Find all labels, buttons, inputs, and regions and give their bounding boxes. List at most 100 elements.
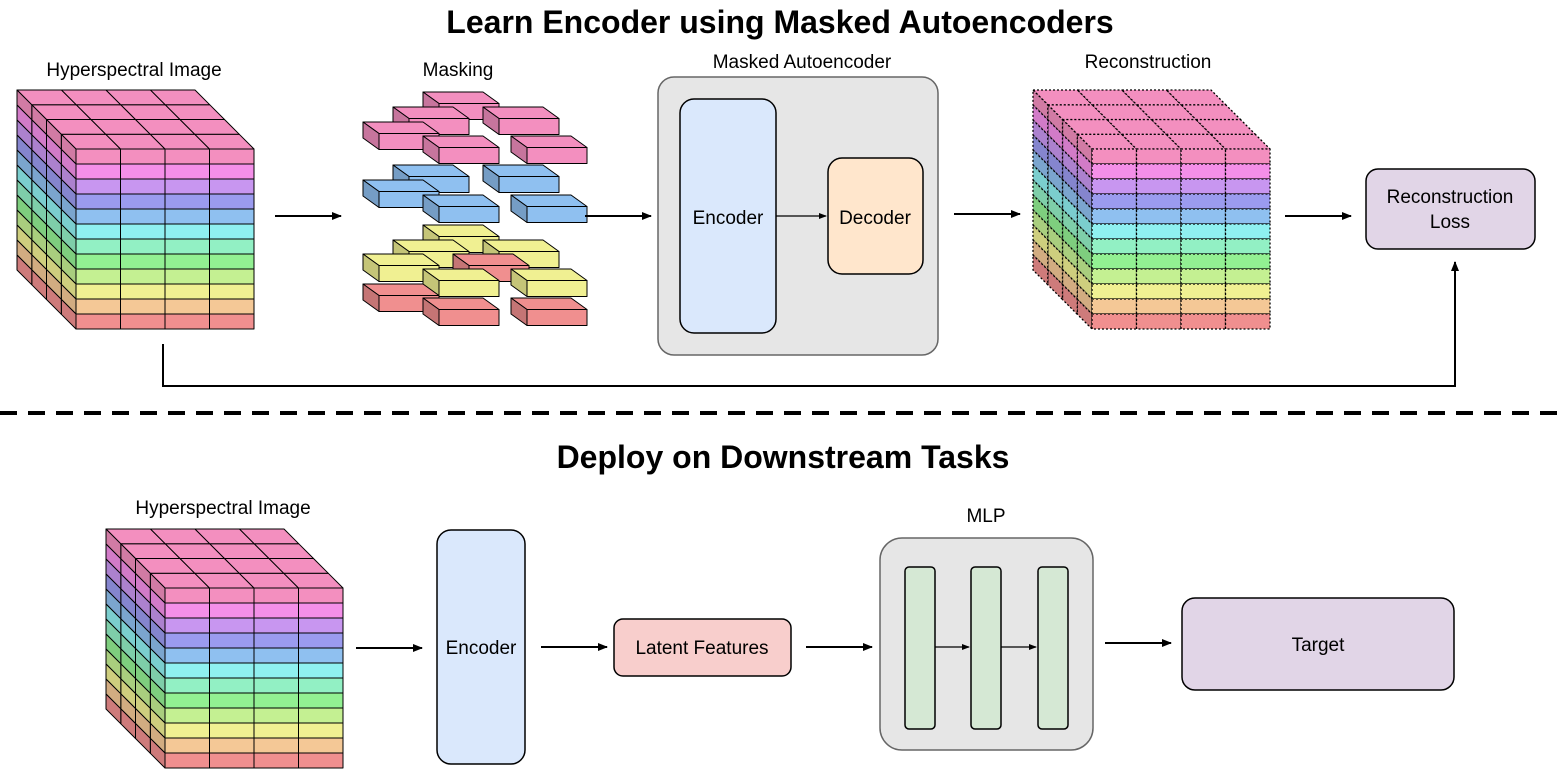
cube-front-cell [1224, 238, 1271, 255]
cube-front-cell [1091, 238, 1138, 255]
cube-front-cell [209, 253, 255, 270]
mlp-layer-2 [970, 566, 1002, 730]
mae-decoder-box [827, 157, 924, 275]
cube-front-cell [1135, 208, 1182, 225]
cube-front-cell [75, 223, 121, 240]
cube-front-cell [209, 662, 255, 679]
cube-front-cell [1224, 148, 1271, 165]
cube-side-cell [1032, 164, 1049, 196]
cube-front-cell [120, 208, 166, 225]
cube-front-cell [1180, 148, 1227, 165]
top-section-title: Learn Encoder using Masked Autoencoders [446, 4, 1113, 40]
cube-front-cell [75, 148, 121, 165]
cube-front-cell [298, 677, 344, 694]
cube-front-cell [75, 268, 121, 285]
cube-front-cell [209, 193, 255, 210]
cube-front-cell [164, 617, 210, 634]
cube-front-cell [120, 313, 166, 330]
cube-front-cell [1224, 193, 1271, 210]
cube-front-cell [75, 283, 121, 300]
cube-front-cell [1224, 298, 1271, 315]
cube-front-cell [75, 163, 121, 180]
cube-front-cell [298, 662, 344, 679]
cube-front-cell [1091, 193, 1138, 210]
reconstruction-label: Reconstruction [1085, 52, 1212, 73]
cube-top-cell [239, 528, 300, 545]
cube-front-cell [75, 238, 121, 255]
cube-side-cell [1032, 134, 1049, 166]
cube-side-cell [1032, 179, 1049, 211]
cube-front-cell [75, 193, 121, 210]
patch-front [438, 147, 500, 164]
cube-front-cell [164, 178, 210, 195]
cube-front-cell [120, 148, 166, 165]
cube-front-cell [164, 737, 210, 754]
latent-features-box [613, 618, 792, 677]
cube-front-cell [1135, 268, 1182, 285]
cube-front-cell [253, 587, 299, 604]
patch-front [438, 309, 500, 326]
cube-front-cell [209, 208, 255, 225]
patch-front [526, 147, 588, 164]
cube-front-cell [298, 737, 344, 754]
cube-front-cell [164, 163, 210, 180]
cube-front-cell [1224, 268, 1271, 285]
cube-front-cell [1091, 163, 1138, 180]
cube-front-cell [209, 298, 255, 315]
cube-front-cell [120, 253, 166, 270]
cube-front-cell [1135, 283, 1182, 300]
cube-front-cell [1180, 163, 1227, 180]
cube-side-cell [1032, 89, 1049, 121]
loss-label-line1: Reconstruction [1387, 187, 1514, 208]
cube-front-cell [164, 193, 210, 210]
cube-front-cell [298, 587, 344, 604]
cube-side-cell [1032, 254, 1049, 286]
cube-front-cell [209, 178, 255, 195]
reconstruction-cube [1032, 89, 1271, 330]
cube-front-cell [1135, 298, 1182, 315]
cube-side-cell [1032, 104, 1049, 136]
cube-front-cell [1135, 193, 1182, 210]
cube-front-cell [1224, 208, 1271, 225]
cube-front-cell [1180, 313, 1227, 330]
cube-side-cell [1032, 224, 1049, 256]
cube-front-cell [1135, 223, 1182, 240]
cube-front-cell [1180, 283, 1227, 300]
cube-front-cell [164, 752, 210, 769]
cube-front-cell [1091, 298, 1138, 315]
cube-front-cell [1091, 148, 1138, 165]
cube-front-cell [253, 692, 299, 709]
cube-front-cell [209, 707, 255, 724]
cube-front-cell [253, 602, 299, 619]
cube-front-cell [164, 238, 210, 255]
mae-label: Masked Autoencoder [713, 52, 892, 73]
cube-front-cell [1135, 163, 1182, 180]
cube-front-cell [1180, 238, 1227, 255]
cube-side-cell [1032, 209, 1049, 241]
cube-front-cell [209, 722, 255, 739]
deploy-encoder-box [436, 529, 526, 765]
cube-side-cell [1032, 119, 1049, 151]
cube-side-cell [1032, 149, 1049, 181]
cube-front-cell [164, 632, 210, 649]
cube-front-cell [1091, 268, 1138, 285]
cube-top-cell [1165, 89, 1227, 106]
cube-front-cell [75, 208, 121, 225]
target-label: Target [1292, 635, 1346, 656]
patch-front [526, 206, 588, 223]
cube-front-cell [298, 602, 344, 619]
cube-front-cell [120, 178, 166, 195]
cube-front-cell [298, 722, 344, 739]
cube-front-cell [1224, 283, 1271, 300]
cube-front-cell [298, 752, 344, 769]
hyperspectral-cube-bottom [105, 528, 344, 769]
cube-front-cell [120, 223, 166, 240]
cube-front-cell [120, 238, 166, 255]
cube-front-cell [1180, 298, 1227, 315]
cube-front-cell [1224, 163, 1271, 180]
cube-front-cell [120, 298, 166, 315]
mlp-layer-3 [1037, 566, 1069, 730]
cube-front-cell [209, 313, 255, 330]
cube-front-cell [209, 647, 255, 664]
cube-front-cell [164, 148, 210, 165]
